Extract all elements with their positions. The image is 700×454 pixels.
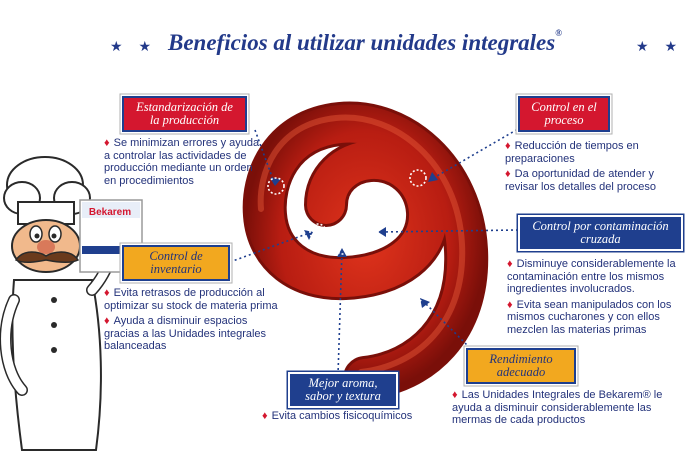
bullets-aroma: ♦Evita cambios fisicoquímicos [262,410,462,423]
bullet-icon: ♦ [104,287,110,299]
bullet-item: ♦Evita sean manipulados con los mismos c… [507,298,672,336]
highlight-circle [309,223,327,241]
bullet-icon: ♦ [262,410,268,422]
label-contaminacion: Control por contaminación cruzada [518,215,683,251]
label-estandarizacion: Estandarización de la producción [122,96,247,132]
bullet-item: ♦Se minimizan errores y ayuda a controla… [104,137,260,187]
arrowhead [337,248,347,257]
highlight-circle [361,223,379,241]
bullet-icon: ♦ [507,298,513,311]
chef-mascot: Bekarem [0,156,143,451]
sausage-coil [242,101,489,400]
highlight-circle [334,237,352,255]
bullet-item: ♦Las Unidades Integrales de Bekarem® le … [452,389,663,426]
stars-right: ★ ★ [636,38,683,54]
connector-contaminacion [379,229,519,233]
bullet-icon: ♦ [104,315,110,327]
bullet-icon: ♦ [452,389,458,401]
registered-mark: ® [555,28,562,38]
stars-left: ★ ★ [110,38,157,54]
bullets-rendimiento: ♦Las Unidades Integrales de Bekarem® le … [452,389,692,427]
highlight-circle [405,287,423,305]
bullet-item: ♦Reducción de tiempos en preparaciones [505,140,639,165]
connector-aroma [337,249,343,376]
bullets-control-proceso: ♦Reducción de tiempos en preparaciones ♦… [505,140,690,193]
bullet-icon: ♦ [507,258,513,270]
bullet-icon: ♦ [505,140,511,152]
connector-rendimiento [421,299,471,349]
bullet-icon: ♦ [505,168,511,180]
arrowhead [428,172,438,182]
arrowhead [420,298,430,308]
bullets-contaminacion: ♦Disminuye considerablemente la contamin… [507,258,697,336]
bullets-estandarizacion: ♦Se minimizan errores y ayuda a controla… [104,137,264,187]
arrowhead [270,178,281,186]
label-rendimiento: Rendimiento adecuado [466,348,576,384]
bullet-item: ♦Evita retrasos de producción al optimiz… [104,287,278,312]
bullet-item: ♦Disminuye considerablemente la contamin… [507,258,676,295]
label-aroma: Mejor aroma, sabor y textura [288,372,398,408]
connector-control-proceso [429,121,531,181]
bullet-item: ♦Evita cambios fisicoquímicos [262,410,413,422]
chef-face [11,219,81,273]
bullets-inventario: ♦Evita retrasos de producción al optimiz… [104,287,284,353]
bullet-item: ♦Da oportunidad de atender y revisar los… [505,168,657,193]
chef-body [11,279,102,451]
bullet-icon: ♦ [104,137,110,149]
bullet-item: ♦Ayuda a disminuir espacios gracias a la… [104,315,267,352]
label-inventario: Control de inventario [122,245,230,281]
highlight-circle [267,177,285,195]
bag-brand-text: Bekarem [89,207,131,218]
highlight-circle [409,169,427,187]
page-title: Beneficios al utilizar unidades integral… [168,28,562,55]
chef-hat-icon [3,156,91,225]
arrowhead [378,227,386,237]
label-control-proceso: Control en el proceso [518,96,610,132]
